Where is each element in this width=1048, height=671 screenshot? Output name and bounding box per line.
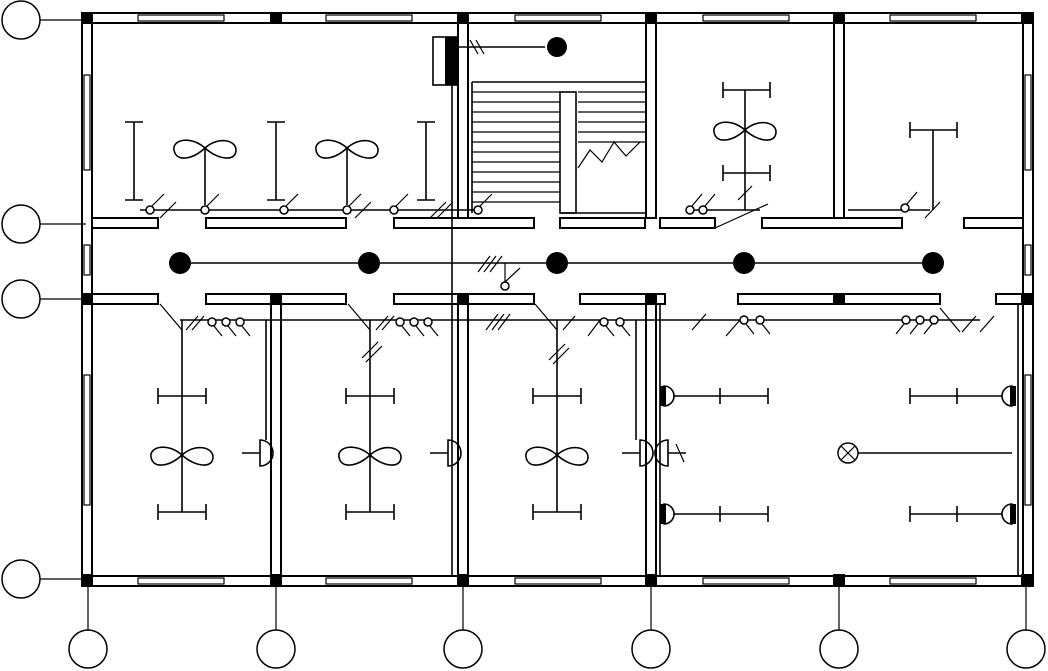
exhaust-fan-icon: [430, 439, 462, 467]
switch-icon: [473, 193, 493, 215]
ceiling-light-cross-icon: [837, 442, 1012, 464]
upper-room-4: [685, 82, 777, 229]
axis-bubble-bottom-5: [819, 583, 859, 669]
upper-left-room: [125, 121, 493, 219]
fluorescent-fixture-icon: [909, 506, 1002, 522]
switch-icon: [145, 193, 165, 215]
staircase: [471, 81, 646, 214]
switch-icon: [755, 315, 771, 335]
axis-bubble-left-b: [1, 204, 86, 244]
wall-light-icon: [1001, 503, 1016, 525]
switch-icon: [221, 317, 237, 337]
switch-icon: [395, 317, 411, 337]
wall-light-icon: [1001, 385, 1016, 407]
fluorescent-fixture-icon: [125, 121, 143, 201]
switch-icon: [895, 315, 911, 335]
ceiling-fan-icon: [338, 446, 402, 466]
fluorescent-fixture-icon: [909, 388, 1002, 404]
switch-icon: [599, 317, 615, 337]
fluorescent-fixture-icon: [157, 504, 207, 520]
switch-icon: [207, 317, 223, 337]
switch-icon: [900, 191, 918, 213]
switch-icon: [685, 193, 703, 215]
fluorescent-fixture-icon: [674, 506, 769, 522]
distribution-box: [432, 36, 567, 86]
axis-bubble-left-d: [1, 559, 86, 599]
corridor-lighting: [169, 252, 944, 291]
fluorescent-fixture-icon: [157, 388, 207, 404]
switch-icon: [739, 315, 755, 335]
exhaust-fan-icon: [242, 320, 274, 467]
switch-icon: [923, 315, 939, 335]
wall-light-icon: [660, 503, 675, 525]
corridor-light-icon: [169, 252, 191, 274]
lower-room-1: [150, 303, 274, 520]
corridor-light-icon: [733, 252, 755, 274]
switch-icon: [423, 317, 439, 337]
corridor-light-icon: [546, 252, 568, 274]
axis-bubble-left-a: [1, 0, 86, 40]
ceiling-fan-icon: [150, 446, 214, 466]
axis-bubble-bottom-3: [443, 583, 483, 669]
fluorescent-fixture-icon: [417, 121, 435, 201]
switch-icon: [279, 193, 299, 215]
switch-icon: [615, 317, 631, 337]
switch-icon: [409, 317, 425, 337]
interior-walls: [91, 22, 1024, 577]
exhaust-fan-icon: [622, 320, 654, 467]
switch-icon: [342, 193, 362, 215]
wall-light-icon: [660, 385, 675, 407]
corridor-light-icon: [922, 252, 944, 274]
switch-icon: [698, 193, 716, 215]
upper-room-5: [900, 122, 958, 219]
switch-icon: [389, 193, 409, 215]
lower-room-3: [525, 303, 654, 520]
axis-bubble-bottom-1: [68, 583, 108, 669]
axis-bubble-left-c: [1, 279, 86, 319]
fluorescent-fixture-icon: [674, 388, 769, 404]
ceiling-fan-icon: [713, 121, 777, 141]
corridor-light-icon: [358, 252, 380, 274]
lower-room-2: [338, 303, 511, 520]
fluorescent-fixture-icon: [532, 388, 582, 404]
structural-columns: [81, 12, 1033, 586]
fluorescent-fixture-icon: [345, 504, 395, 520]
exhaust-fan-icon: [654, 439, 686, 467]
axis-bubble-bottom-6: [1006, 583, 1046, 669]
switch-icon: [200, 193, 220, 215]
axis-bubble-bottom-2: [256, 583, 296, 669]
ceiling-fan-icon: [173, 139, 237, 205]
stair-light-icon: [547, 37, 567, 57]
switch-icon: [909, 315, 925, 335]
fluorescent-fixture-icon: [722, 82, 771, 181]
fluorescent-fixture-icon: [267, 121, 285, 201]
fluorescent-fixture-icon: [345, 388, 395, 404]
ceiling-fan-icon: [525, 446, 589, 466]
switch-icon: [235, 317, 251, 337]
axis-bubble-bottom-4: [631, 583, 671, 669]
fluorescent-fixture-icon: [532, 504, 582, 520]
ceiling-fan-icon: [315, 139, 379, 205]
lower-room-large: [654, 304, 1019, 576]
